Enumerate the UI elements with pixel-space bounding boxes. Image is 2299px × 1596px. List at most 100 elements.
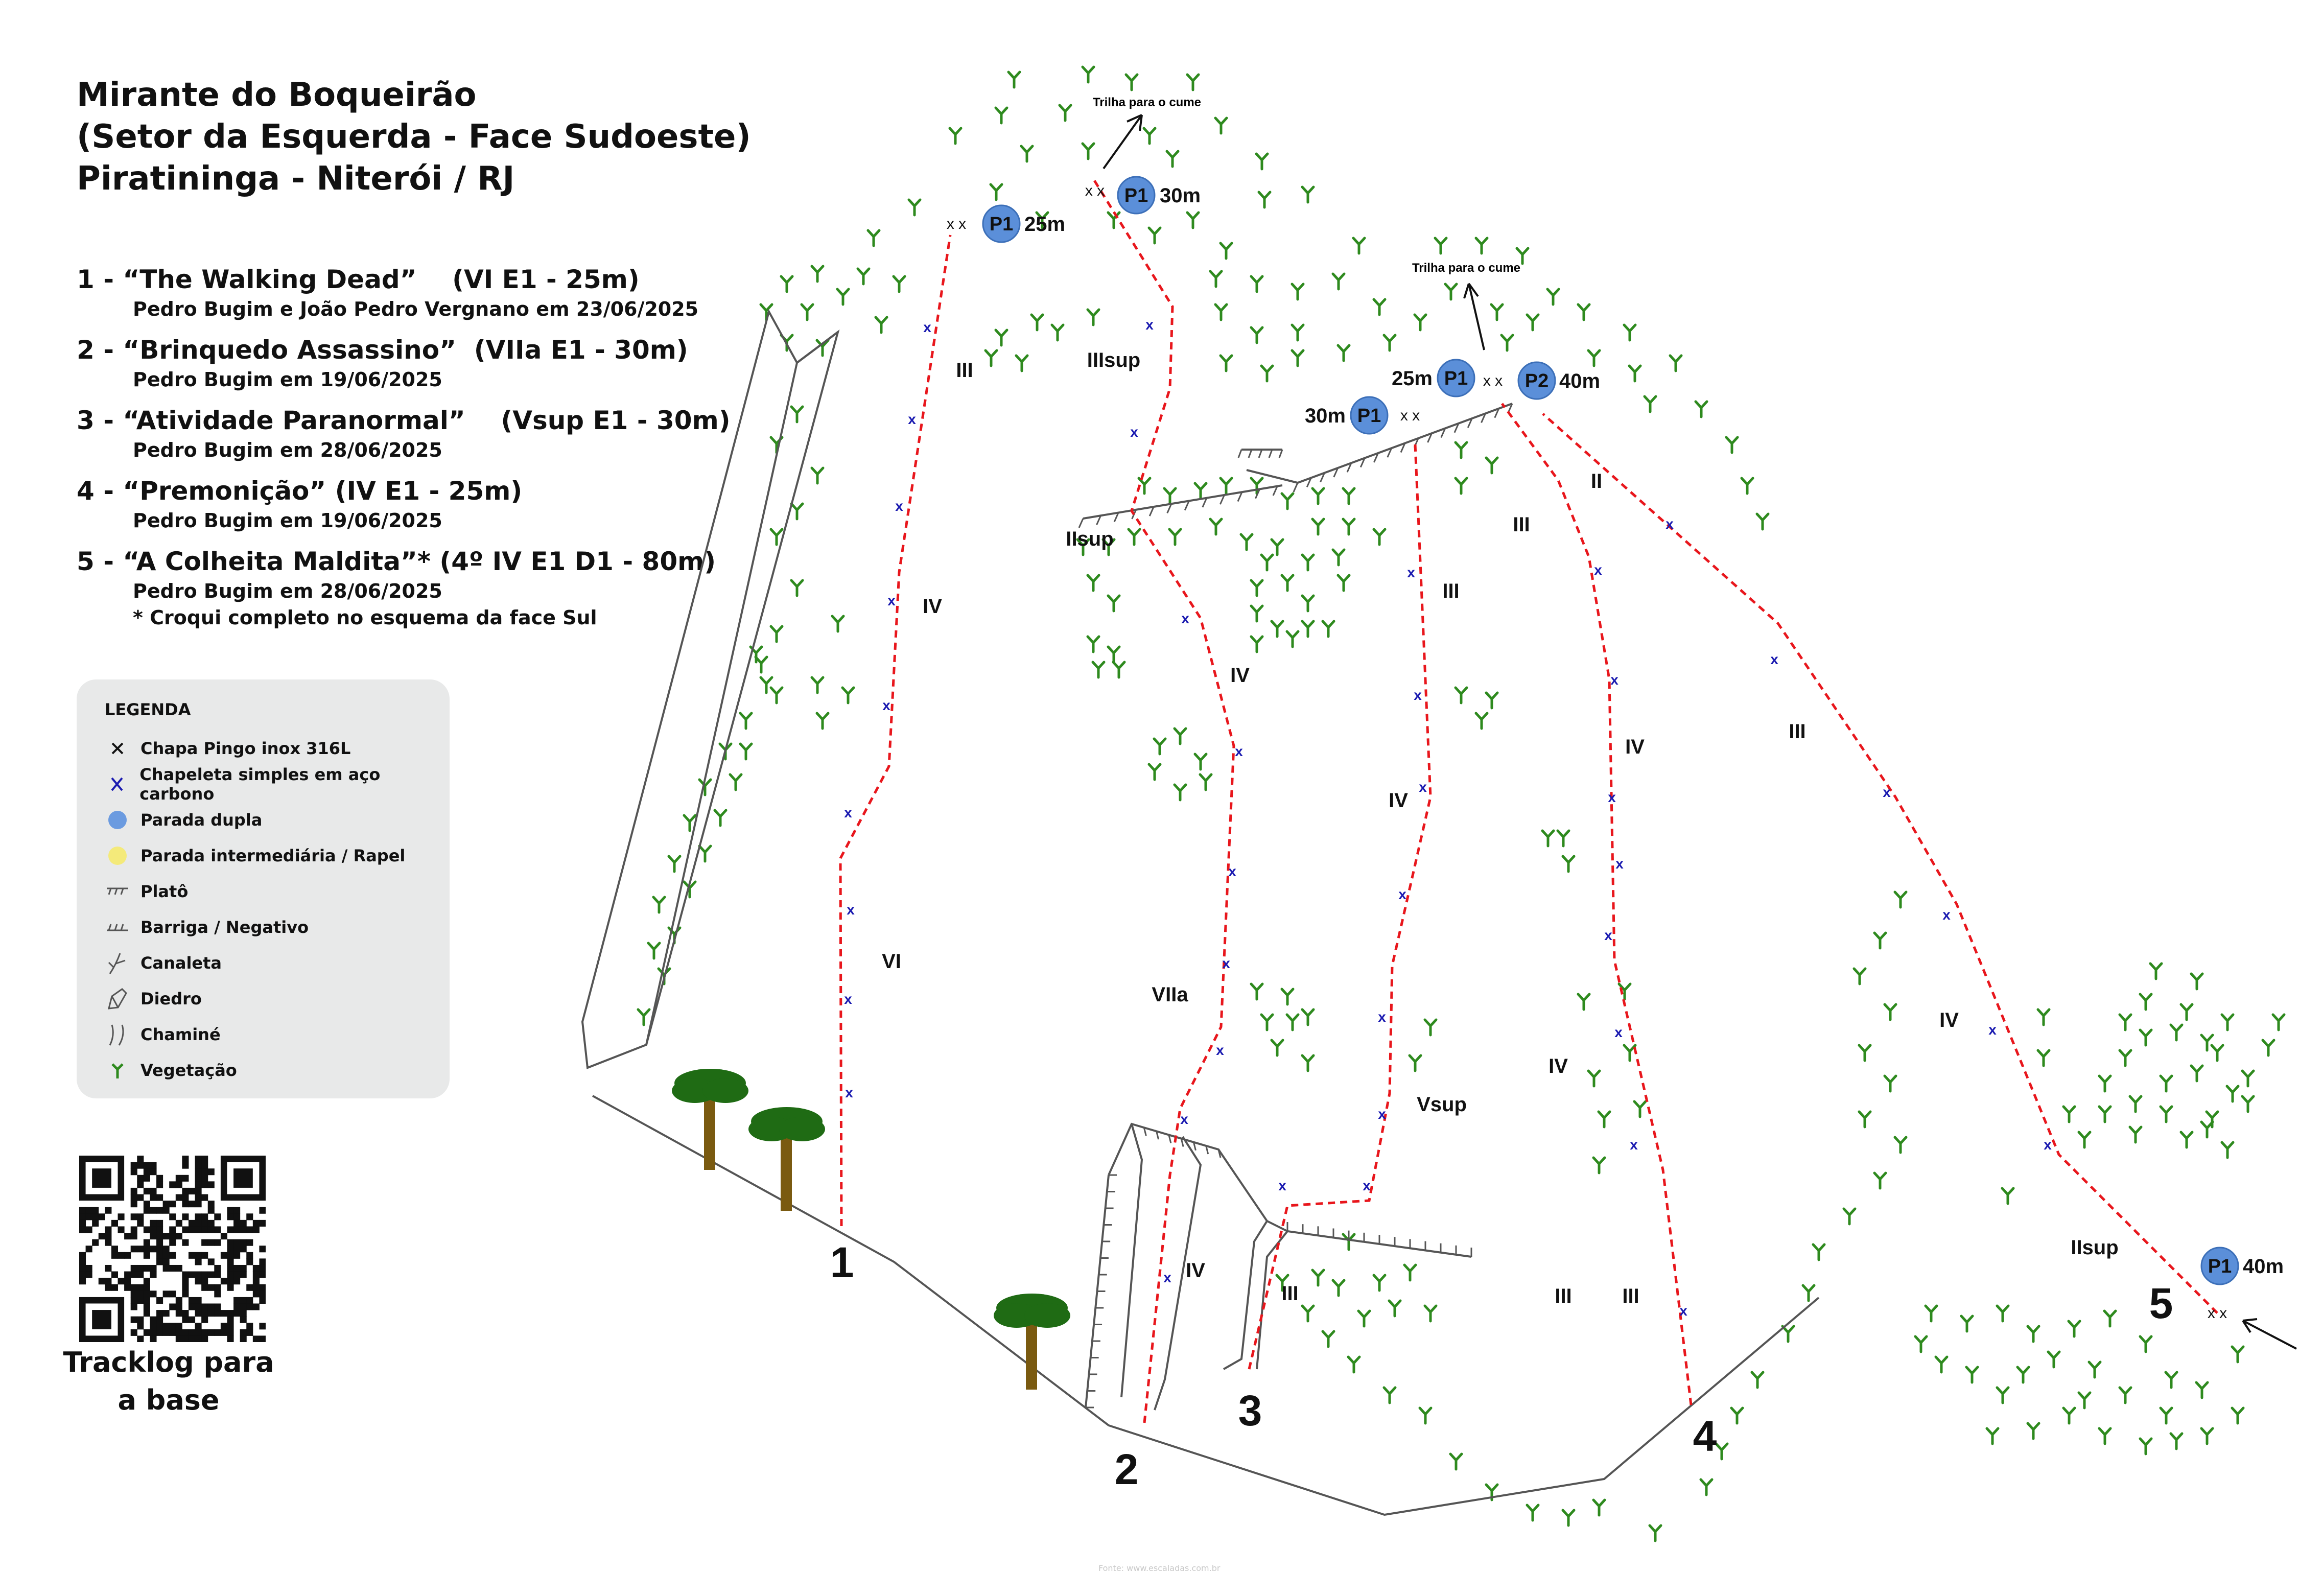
bolt-icon: x <box>1615 856 1624 872</box>
qr-module <box>137 1297 144 1304</box>
vegetation-icon <box>1250 604 1264 623</box>
x-black-icon <box>105 736 130 761</box>
qr-module <box>259 1246 266 1253</box>
bolt-icon: x <box>1130 424 1138 440</box>
qr-module <box>175 1329 182 1336</box>
qr-module <box>233 1213 241 1221</box>
credit-text: Fonte: www.escaladas.com.br <box>1098 1563 1221 1573</box>
qr-module <box>143 1239 150 1246</box>
qr-module <box>201 1194 208 1201</box>
qr-module <box>207 1310 215 1317</box>
qr-code[interactable] <box>79 1156 266 1344</box>
bolt-icon: x <box>1942 907 1951 923</box>
qr-module <box>156 1297 163 1304</box>
vegetation-icon <box>1086 574 1100 592</box>
qr-module <box>233 1303 241 1310</box>
qr-module <box>207 1329 215 1336</box>
bolt-icon: x <box>2044 1137 2052 1153</box>
bolt-icon: x <box>882 697 890 713</box>
qr-module <box>105 1226 112 1233</box>
qr-module <box>195 1323 202 1330</box>
qr-module <box>130 1246 137 1253</box>
qr-module <box>150 1323 157 1330</box>
vegetation-icon <box>1515 247 1530 265</box>
qr-module <box>182 1226 189 1233</box>
qr-module <box>156 1323 163 1330</box>
qr-module <box>169 1303 176 1310</box>
plateau-tick <box>1078 518 1084 528</box>
route-entry-1: 1 - “The Walking Dead” (VI E1 - 25m) Ped… <box>77 263 731 322</box>
qr-module <box>79 1252 86 1259</box>
qr-module <box>130 1316 137 1323</box>
vegetation-icon <box>1291 323 1305 342</box>
qr-module <box>143 1162 150 1169</box>
plateau-tick <box>1440 428 1446 438</box>
vegetation-icon <box>1050 323 1065 342</box>
vegetation-icon <box>1592 1498 1606 1517</box>
route-entry-3: 3 - “Atividade Paranormal” (Vsup E1 - 30… <box>77 404 731 463</box>
legend-item-barriga: Barriga / Negativo <box>105 912 309 943</box>
qr-module <box>162 1290 170 1298</box>
pillar-tick <box>1180 1138 1184 1147</box>
qr-module <box>150 1207 157 1214</box>
qr-module <box>214 1264 221 1272</box>
vegetation-icon <box>1546 288 1560 306</box>
legend-label: Chapeleta simples em aço carbono <box>139 765 381 804</box>
vegetation-icon <box>1755 512 1770 531</box>
qr-module <box>259 1297 266 1304</box>
vegetation-icon <box>1107 594 1121 613</box>
qr-module <box>188 1187 196 1195</box>
qr-module <box>259 1264 266 1272</box>
qr-module <box>259 1335 266 1343</box>
grade-label: III <box>1281 1282 1298 1305</box>
vegetation-icon <box>1260 553 1274 572</box>
qr-module <box>156 1310 163 1317</box>
grade-label: Vsup <box>1417 1093 1467 1116</box>
vegetation-icon <box>1336 574 1351 592</box>
qr-module <box>240 1329 247 1336</box>
qr-module <box>240 1219 247 1227</box>
vegetation-icon <box>994 106 1008 125</box>
vegetation-icon <box>1500 334 1514 352</box>
pillar-tick <box>1156 1131 1160 1140</box>
vegetation-icon <box>1883 1003 1897 1021</box>
qr-module <box>162 1233 170 1240</box>
qr-module <box>150 1187 157 1195</box>
bolt-icon: x <box>845 1085 853 1100</box>
vegetation-icon <box>1081 142 1095 160</box>
vegetation-icon <box>831 615 845 633</box>
vegetation-icon <box>1214 303 1228 321</box>
qr-module <box>162 1310 170 1317</box>
vegetation-icon <box>1403 1263 1417 1282</box>
plateau-tick <box>1268 449 1273 458</box>
vegetation-icon <box>2220 1141 2235 1159</box>
vegetation-icon <box>1336 344 1351 362</box>
bolt-icon: x <box>844 805 852 820</box>
vegetation-icon <box>1239 533 1254 551</box>
bolt-icon: x <box>1883 784 1891 800</box>
qr-module <box>169 1239 176 1246</box>
qr-module <box>156 1194 163 1201</box>
qr-module <box>79 1278 86 1285</box>
qr-module <box>92 1213 99 1221</box>
qr-module <box>182 1290 189 1298</box>
vegetation-icon <box>1214 116 1228 135</box>
vegetation-icon <box>1623 1044 1637 1062</box>
qr-module <box>162 1252 170 1259</box>
bolt-icon: x <box>1679 1303 1687 1319</box>
vegetation-icon <box>2139 1335 2153 1353</box>
bolt-icon: x <box>1594 562 1602 578</box>
vegetation-icon <box>1858 1044 1872 1062</box>
vegetation-icon <box>1260 364 1274 383</box>
vegetation-icon <box>1219 242 1233 260</box>
qr-module <box>111 1219 119 1227</box>
qr-module <box>233 1246 241 1253</box>
qr-module <box>150 1329 157 1336</box>
qr-module <box>169 1226 176 1233</box>
vegetation-icon <box>1372 1274 1387 1292</box>
vegetation-icon <box>683 814 697 832</box>
qr-module <box>195 1156 202 1163</box>
qr-module <box>130 1162 137 1169</box>
qr-module <box>150 1316 157 1323</box>
plateau-tick <box>1481 413 1486 423</box>
